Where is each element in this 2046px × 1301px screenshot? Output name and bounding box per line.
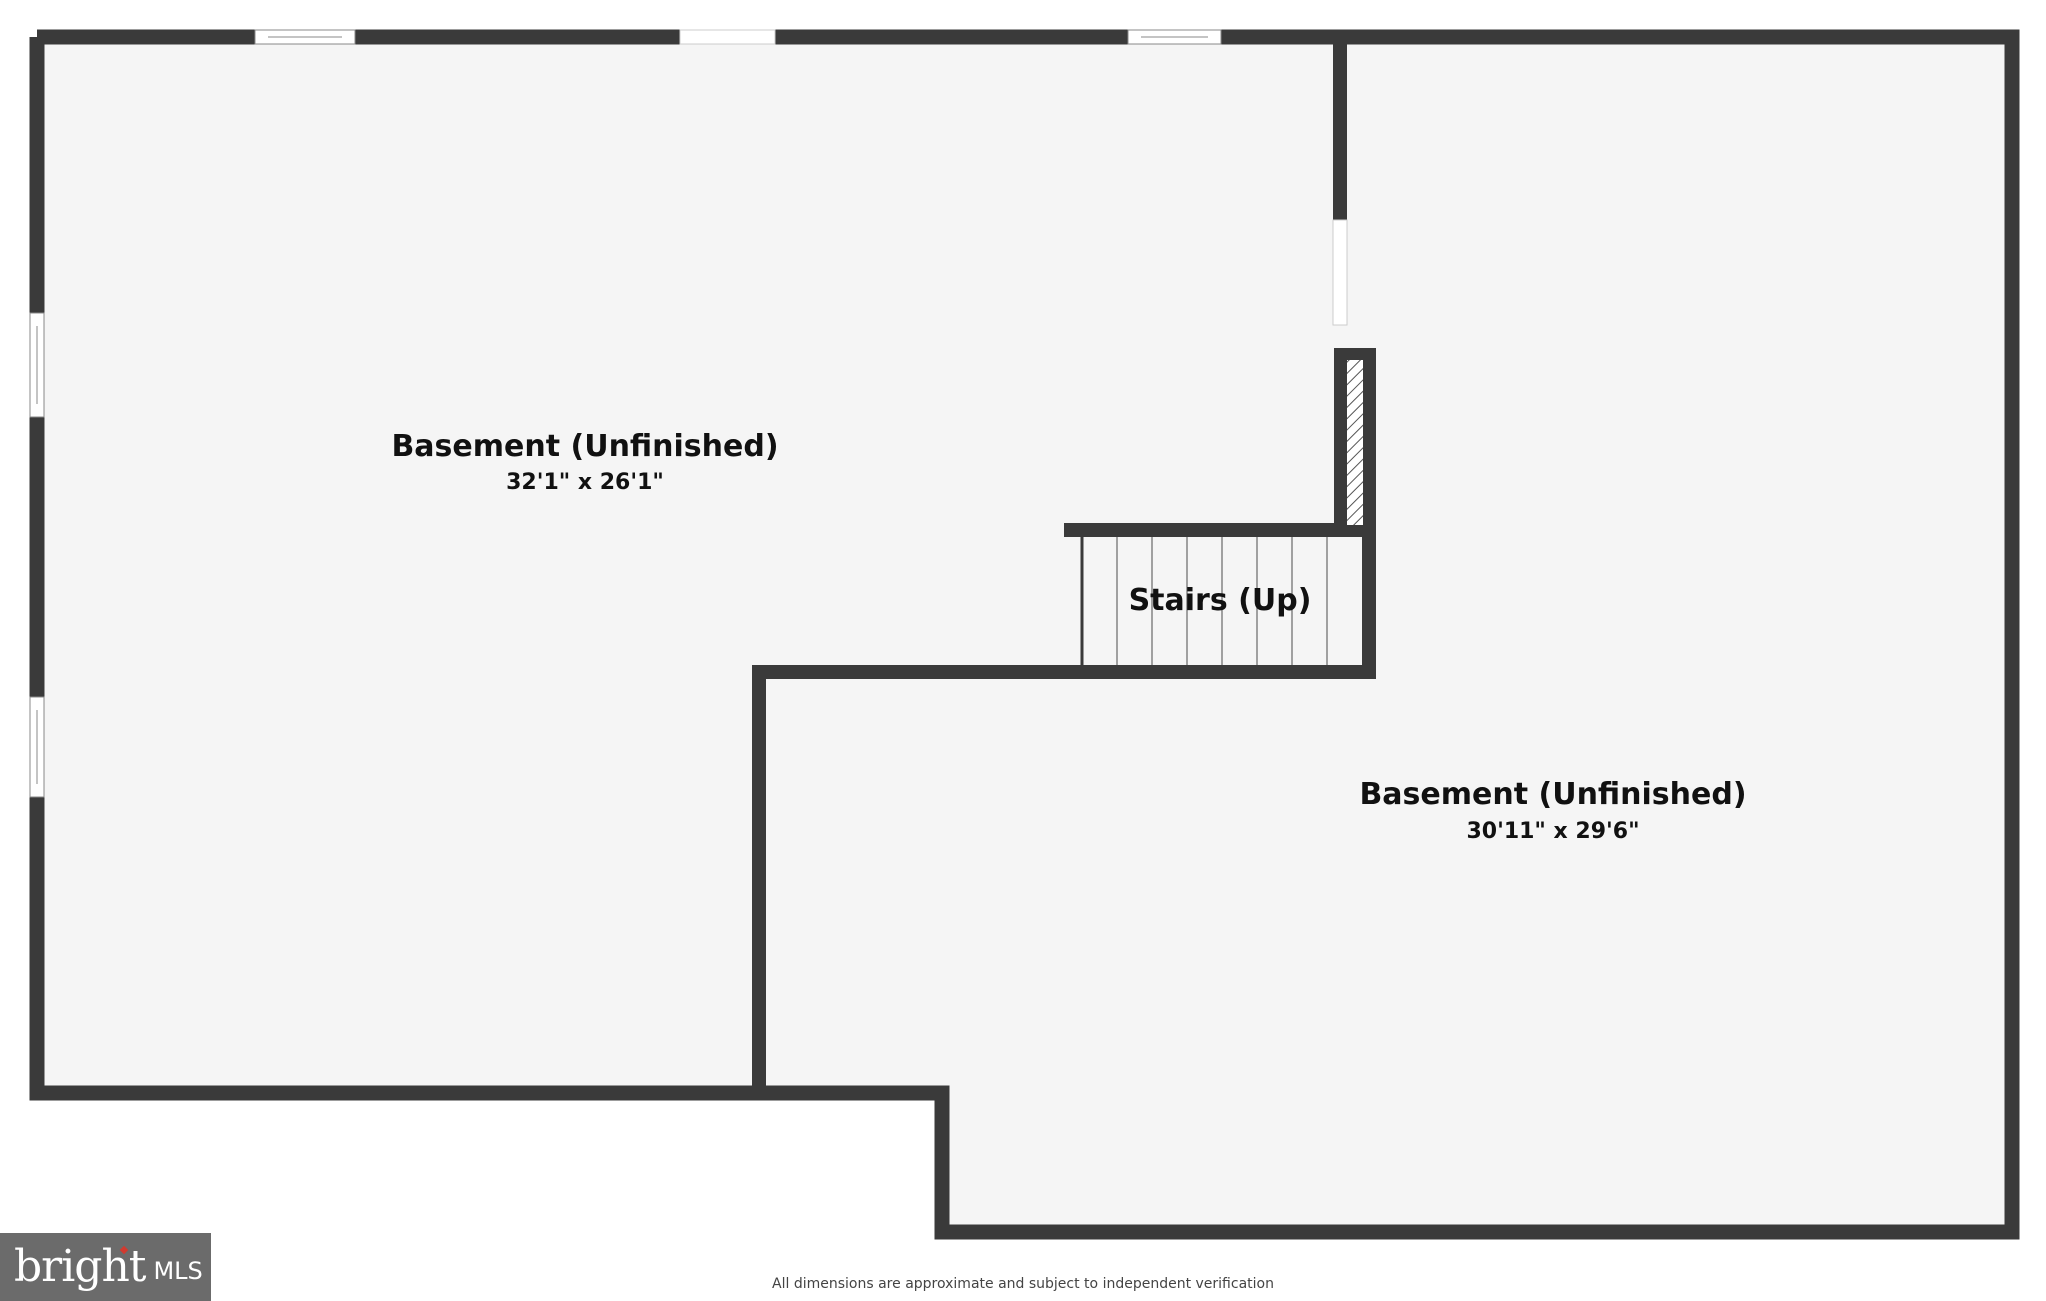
room-1-name: Basement (Unfinished) bbox=[391, 429, 778, 464]
stairs bbox=[1080, 537, 1328, 665]
room-1-dimensions: 32'1" x 26'1" bbox=[506, 470, 664, 495]
hatched-column-fill bbox=[1347, 360, 1363, 525]
interior-opening bbox=[1332, 219, 1348, 326]
room-2-dimensions: 30'11" x 29'6" bbox=[1466, 819, 1639, 844]
disclaimer-text: All dimensions are approximate and subje… bbox=[772, 1276, 1274, 1292]
logo-suffix: MLS bbox=[153, 1257, 203, 1285]
window-top-2 bbox=[679, 29, 776, 45]
stairs-label: Stairs (Up) bbox=[1129, 583, 1312, 618]
outer-walls bbox=[29, 29, 2020, 1240]
room-2-name: Basement (Unfinished) bbox=[1359, 777, 1746, 812]
interior-walls bbox=[752, 30, 1376, 1100]
floor-area bbox=[37, 37, 2012, 1232]
windows bbox=[29, 29, 1348, 798]
bright-mls-logo: bright MLS bbox=[0, 1233, 211, 1301]
